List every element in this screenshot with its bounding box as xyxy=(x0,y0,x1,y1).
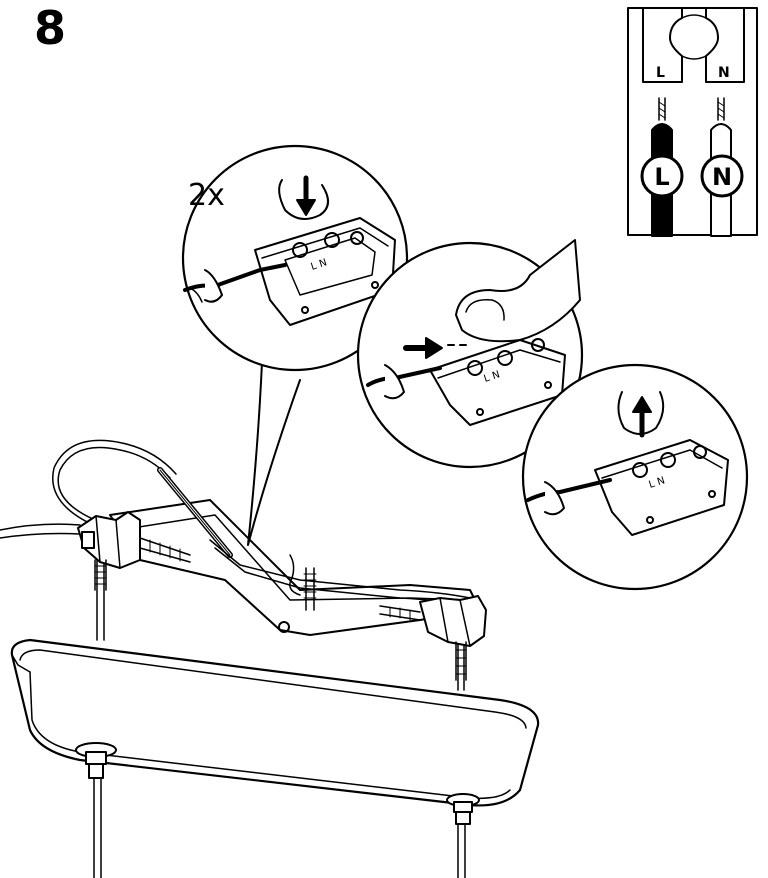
terminal-label-neutral: N xyxy=(718,65,730,81)
terminal-label-live: L xyxy=(656,65,665,81)
step-number: 8 xyxy=(34,1,66,55)
cable-grip-right xyxy=(379,595,487,681)
canopy-plate xyxy=(10,638,540,825)
power-cord xyxy=(0,439,177,539)
callout-pointer xyxy=(247,361,301,546)
quantity-label: 2x xyxy=(188,178,225,213)
wire-label-neutral: N xyxy=(712,163,732,191)
right-arrow-icon xyxy=(425,337,443,359)
up-arrow-icon xyxy=(632,396,652,413)
detail-circle-2: L N xyxy=(356,239,584,469)
cable-grip-left xyxy=(77,511,191,591)
block-marking-3: L N xyxy=(648,475,667,490)
detail-circle-3: L N xyxy=(521,363,749,591)
detail-circle-1: 2x L N xyxy=(181,144,409,372)
wire-label-live: L xyxy=(654,163,669,191)
block-marking-1: L N xyxy=(310,257,329,272)
wiring-legend: L N L N xyxy=(627,7,758,237)
down-arrow-icon xyxy=(296,199,316,216)
block-marking-2: L N xyxy=(483,369,502,384)
